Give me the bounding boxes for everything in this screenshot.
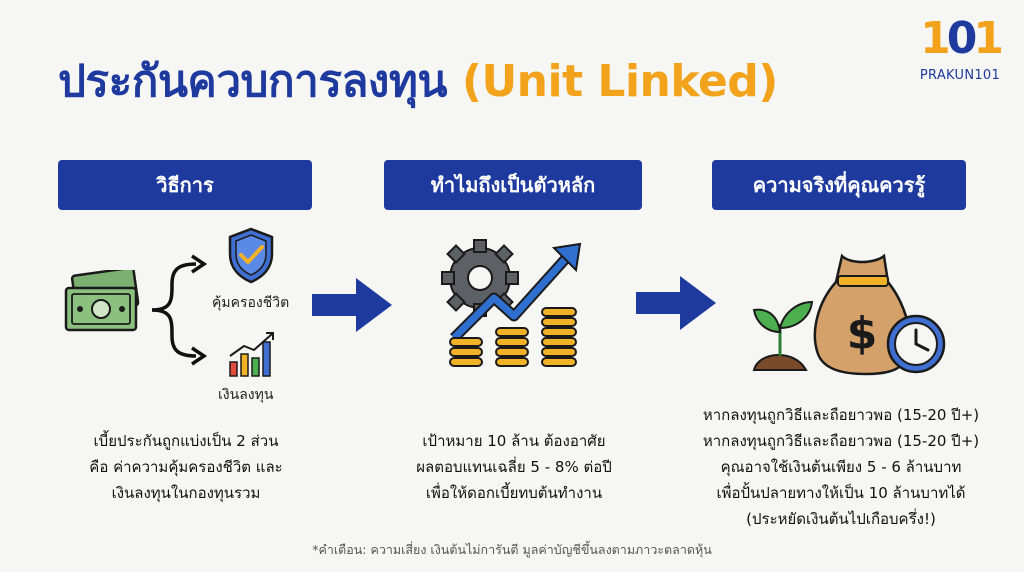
title-main: ประกันควบการลงทุน (58, 56, 448, 107)
description-method: เบี้ยประกันถูกแบ่งเป็น 2 ส่วน คือ ค่าควา… (36, 428, 336, 506)
money-icon (62, 270, 140, 336)
heading-why-core: ทำไมถึงเป็นตัวหลัก (384, 160, 642, 210)
description-line: (ประหยัดเงินต้นไปเกือบครึ่ง!) (746, 510, 936, 528)
svg-text:$: $ (847, 308, 878, 359)
description-line: เพื่อให้ดอกเบี้ยทบต้นทำงาน (425, 484, 603, 502)
logo-number: 101 (912, 14, 1008, 64)
description-line: เป้าหมาย 10 ล้าน ต้องอาศัย (422, 432, 606, 450)
logo-digit-right: 1 (973, 13, 1004, 64)
right-arrow-icon (310, 276, 394, 338)
page-title: ประกันควบการลงทุน (Unit Linked) (58, 46, 778, 116)
bracket-arrows-icon (148, 250, 210, 380)
coin-stacks-icon (449, 307, 577, 367)
label-investment: เงินลงทุน (218, 387, 274, 403)
logo-digit-mid: 0 (946, 13, 978, 64)
heading-truth: ความจริงที่คุณควรรู้ (712, 160, 966, 210)
clock-icon (886, 314, 946, 374)
heading-method: วิธีการ (58, 160, 312, 210)
brand-logo: 101 PRAKUN101 (908, 14, 1012, 94)
savings-illustration: $ (744, 236, 954, 376)
plant-icon (752, 300, 814, 371)
label-protection: คุ้มครองชีวิต (212, 295, 290, 311)
description-line: เบี้ยประกันถูกแบ่งเป็น 2 ส่วน (93, 432, 279, 450)
description-line: ผลตอบแทนเฉลี่ย 5 - 8% ต่อปี (416, 458, 612, 476)
description-why-core: เป้าหมาย 10 ล้าน ต้องอาศัย ผลตอบแทนเฉลี่… (364, 428, 664, 506)
growth-illustration (430, 234, 600, 384)
description-line: คุณอาจใช้เงินต้นเพียง 5 - 6 ล้านบาท (720, 458, 962, 476)
description-line: เพื่อปั้นปลายทางให้เป็น 10 ล้านบาทได้ (716, 484, 966, 502)
footnote-warning: *คำเตือน: ความเสี่ยง เงินต้นไม่การันตี ม… (312, 542, 712, 557)
description-line: หากลงทุนถูกวิธีและถือยาวพอ (15-20 ปี+) (702, 432, 980, 450)
right-arrow-icon-2 (634, 274, 718, 336)
bar-chart-icon (226, 330, 280, 378)
description-line: คือ ค่าความคุ้มครองชีวิต และ (89, 458, 283, 476)
money-bag-icon: $ (813, 253, 911, 376)
description-line: หากลงทุนถูกวิธีและถือยาวพอ (15-20 ปี+) (702, 406, 980, 424)
growth-arrow-icon (450, 242, 582, 342)
logo-text: PRAKUN101 (919, 68, 1001, 83)
shield-check-icon (226, 226, 276, 284)
title-accent: (Unit Linked) (461, 56, 779, 107)
logo-digit-left: 1 (920, 13, 951, 64)
description-line: เงินลงทุนในกองทุนรวม (111, 484, 261, 502)
description-truth: หากลงทุนถูกวิธีและถือยาวพอ (15-20 ปี+) ห… (676, 402, 1006, 532)
